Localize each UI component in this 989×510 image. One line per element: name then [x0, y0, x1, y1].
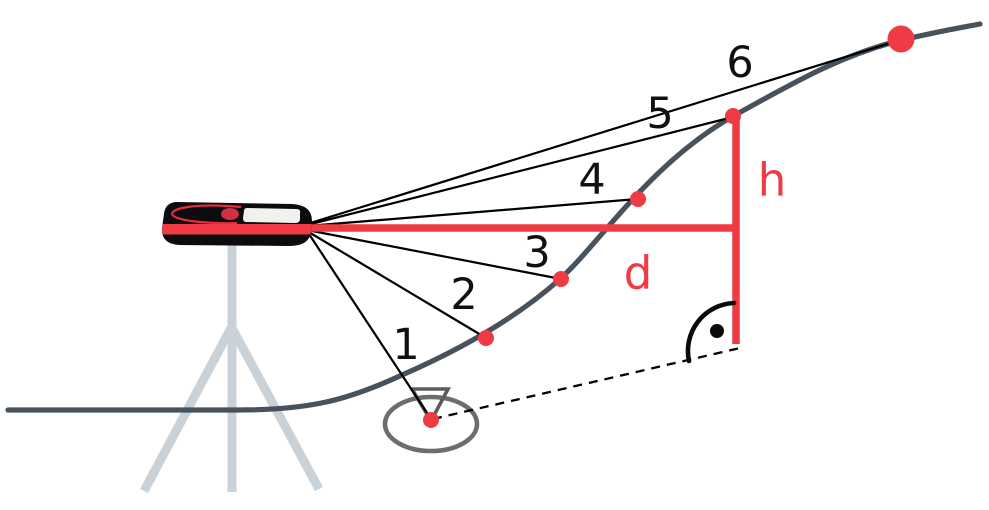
angle-arc-icon [685, 300, 737, 364]
measure-ray-6 [306, 38, 901, 226]
plumb-dashed-line [432, 346, 741, 421]
laser-distance-meter-icon [161, 202, 312, 246]
measurement-rays [306, 38, 901, 420]
measurement-number-labels: 1 2 3 4 5 6 [392, 38, 753, 370]
right-angle-marker [685, 300, 737, 364]
label-point-2: 2 [450, 270, 477, 320]
target-point-2 [478, 330, 494, 346]
label-point-3: 3 [523, 228, 550, 278]
target-point-1 [423, 412, 439, 428]
device-display [243, 208, 301, 223]
measure-ray-4 [306, 197, 639, 228]
ground-ellipse [382, 394, 480, 454]
angle-dot-icon [710, 324, 724, 338]
target-point-6-large [887, 25, 915, 53]
target-points [423, 25, 915, 428]
tripod-icon [140, 245, 323, 494]
label-point-4: 4 [578, 155, 605, 205]
target-point-4 [630, 191, 646, 207]
target-point-5 [725, 108, 741, 124]
label-height-h: h [758, 154, 787, 207]
target-point-3 [553, 271, 569, 287]
measure-ray-3 [306, 228, 562, 281]
terrain-curve [5, 21, 983, 413]
dimension-labels: d h [624, 154, 787, 300]
label-point-6: 6 [726, 38, 753, 88]
device-top-accent-curve [170, 204, 242, 225]
measure-ray-1 [306, 230, 432, 420]
label-point-5: 5 [646, 89, 673, 139]
measure-ray-5 [306, 115, 734, 227]
measure-ray-2 [306, 230, 487, 339]
label-distance-d: d [624, 247, 653, 300]
device-button [221, 208, 239, 220]
label-point-1: 1 [392, 320, 419, 370]
device-red-stripe [161, 224, 312, 235]
